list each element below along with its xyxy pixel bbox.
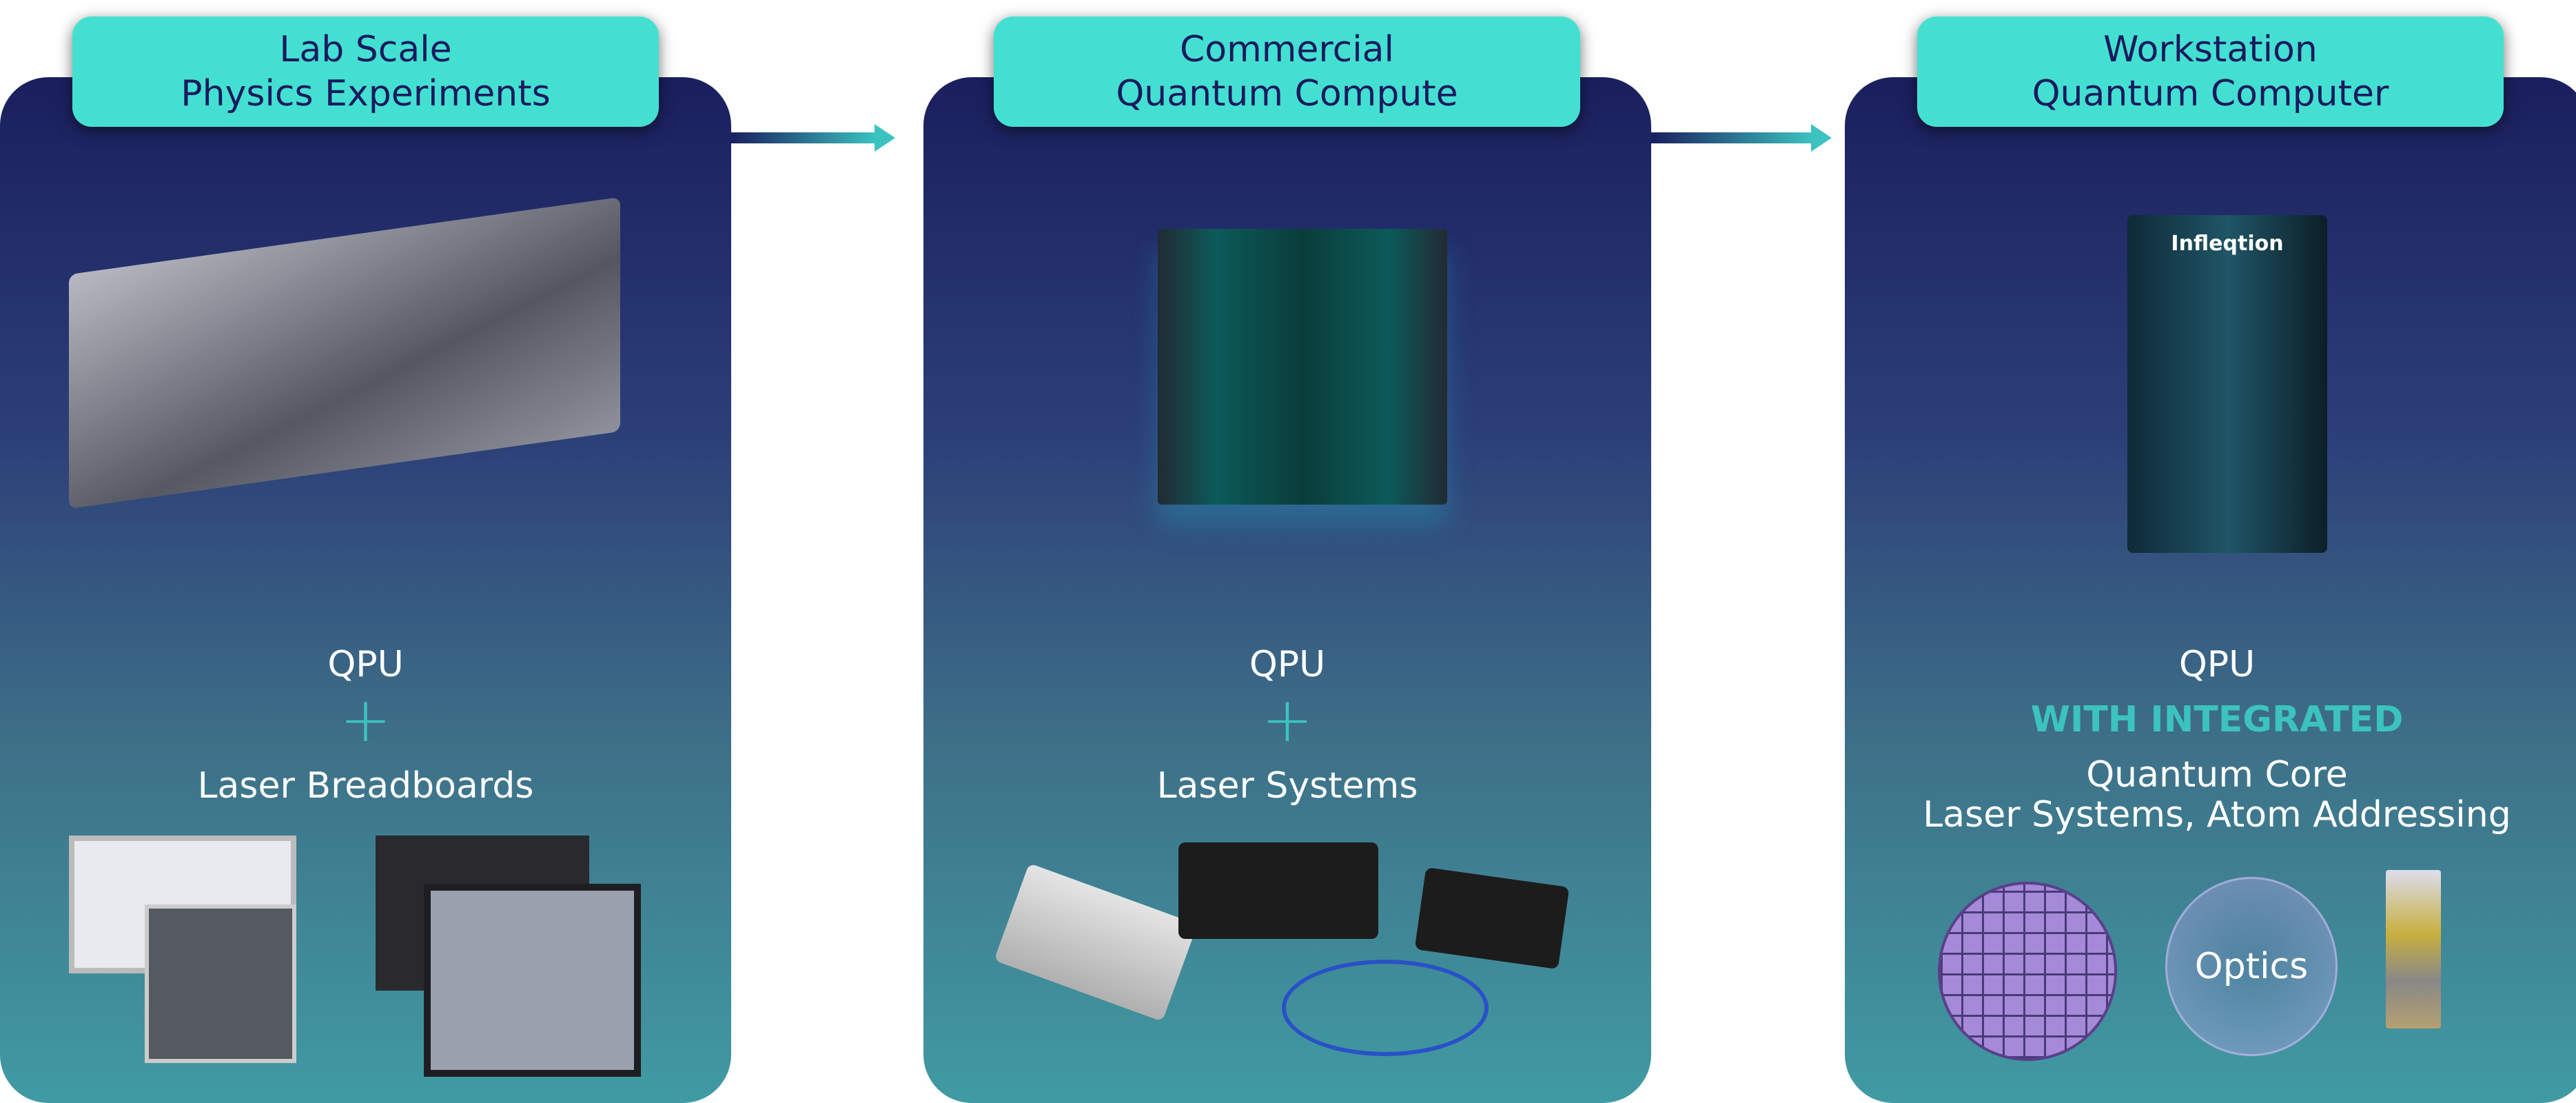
optics-sphere-image: Optics xyxy=(2165,877,2338,1056)
qpu-label: QPU xyxy=(2178,644,2256,685)
laser-breadboard-image xyxy=(145,904,296,1063)
laser-module-image xyxy=(994,863,1198,1022)
wafer-image xyxy=(1938,882,2117,1061)
component-label: Laser Systems xyxy=(1156,765,1418,807)
infleqtion-logo: Infleqtion xyxy=(2171,232,2284,256)
fiber-cable-image xyxy=(1282,960,1489,1056)
title-line: Physics Experiments xyxy=(181,73,551,114)
laser-module-image xyxy=(1178,842,1378,939)
title-line: Workstation xyxy=(2103,29,2318,70)
arrow-2-to-3 xyxy=(1651,124,1832,152)
stage-2-panel: QPU + Laser Systems xyxy=(923,77,1651,1103)
workstation-tower-image: Infleqtion xyxy=(2127,215,2327,553)
title-line: Quantum Compute xyxy=(1116,73,1458,114)
optics-label: Optics xyxy=(2194,946,2309,987)
title-line: Quantum Computer xyxy=(2032,73,2389,114)
plus-icon: + xyxy=(1261,684,1313,756)
component-label: Laser Breadboards xyxy=(197,765,534,807)
qpu-label: QPU xyxy=(1249,644,1326,685)
stage-1-panel: QPU + Laser Breadboards xyxy=(0,77,731,1103)
qpu-label: QPU xyxy=(327,644,404,685)
quantum-computer-cabinet-image xyxy=(1158,229,1447,505)
title-line: Commercial xyxy=(1179,29,1394,70)
laser-breadboard-image xyxy=(424,884,641,1077)
quantum-core-cell-image xyxy=(2386,870,2441,1029)
stage-3-panel: Infleqtion QPU WITH INTEGRATED Quantum C… xyxy=(1845,77,2576,1103)
arrow-1-to-2 xyxy=(731,124,895,152)
component-label: Laser Systems, Atom Addressing xyxy=(1923,794,2511,836)
lab-experiment-image xyxy=(69,196,620,509)
integrated-label: WITH INTEGRATED xyxy=(2030,699,2404,740)
title-line: Lab Scale xyxy=(279,29,452,70)
plus-icon: + xyxy=(339,684,392,756)
laser-module-image xyxy=(1414,867,1570,970)
component-label: Quantum Core xyxy=(2086,754,2348,796)
